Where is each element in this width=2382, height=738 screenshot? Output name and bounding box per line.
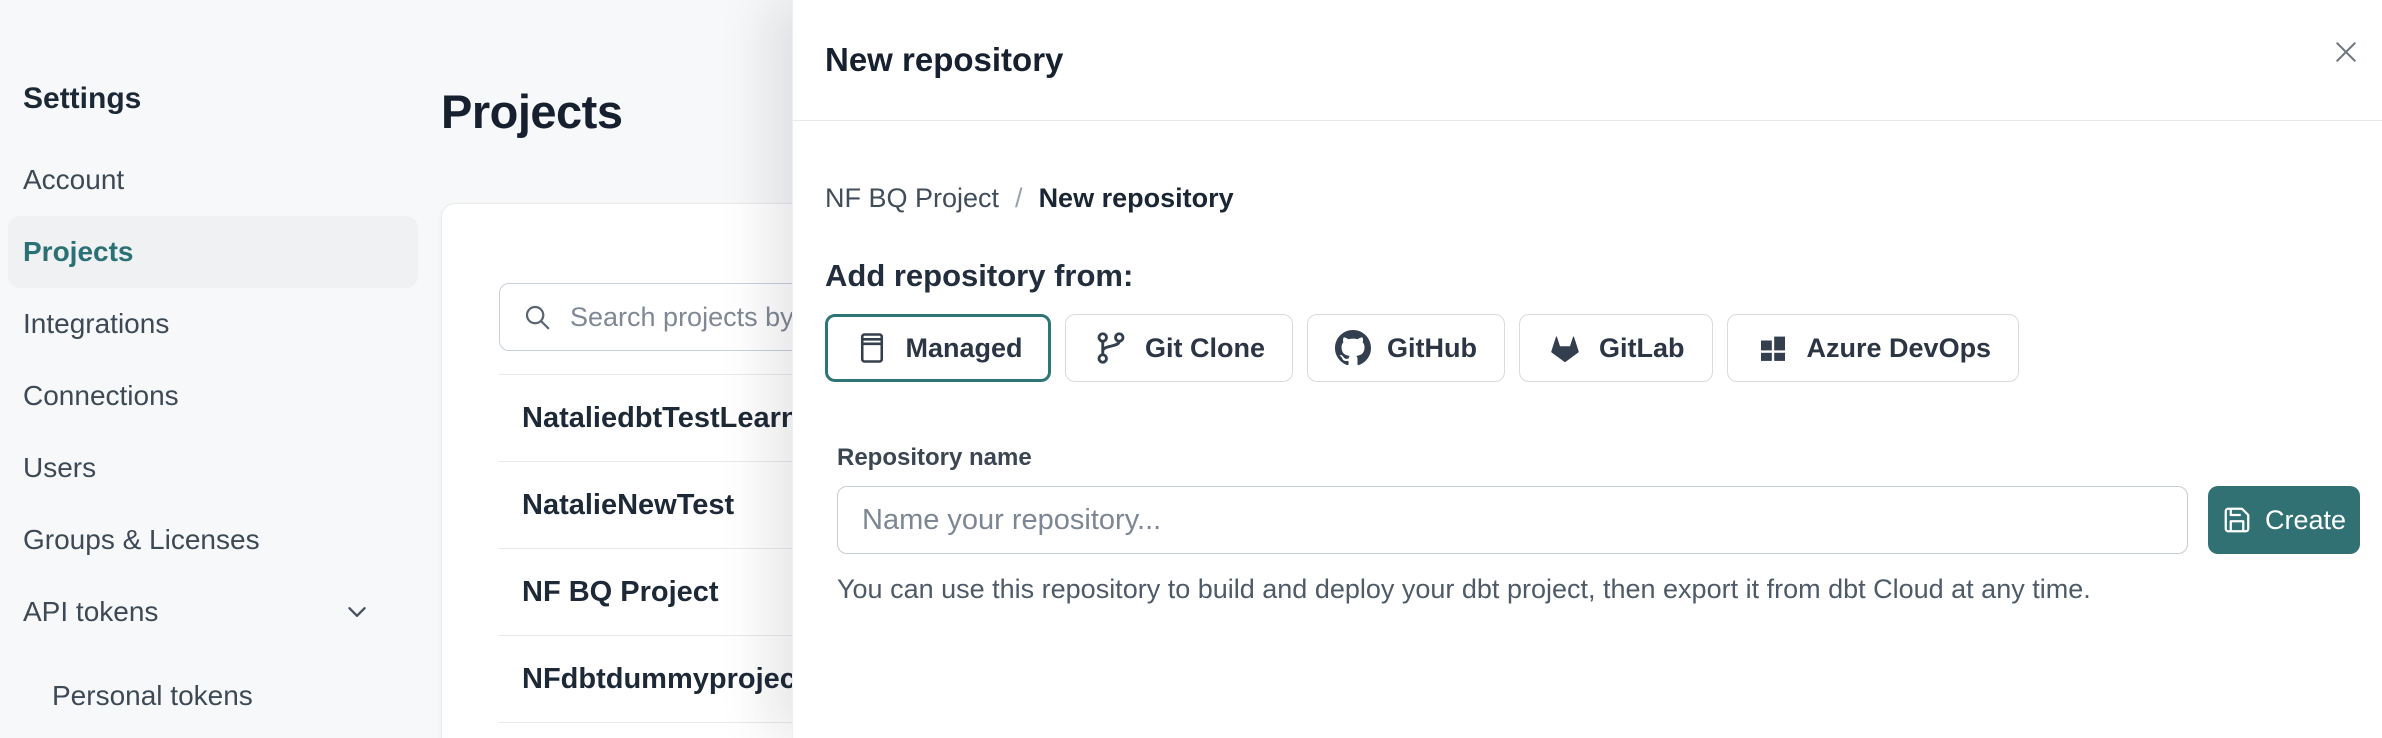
sidebar-item-users[interactable]: Users: [8, 432, 418, 504]
source-label: GitHub: [1387, 332, 1478, 363]
sidebar-item-label: Groups & Licenses: [23, 524, 260, 555]
sidebar-item-label: Personal tokens: [52, 680, 253, 711]
repo-source-options: Managed Git Clone GitHub: [825, 314, 2360, 382]
page-title: Projects: [441, 85, 623, 138]
sidebar-item-api-tokens[interactable]: API tokens: [8, 576, 418, 648]
settings-sidebar: Settings Account Projects Integrations C…: [0, 0, 440, 738]
azure-devops-icon: [1755, 330, 1791, 366]
repo-name-label: Repository name: [837, 444, 1032, 471]
sidebar-item-label: Connections: [23, 380, 179, 411]
source-azure-devops-button[interactable]: Azure DevOps: [1726, 314, 2020, 382]
modal-title: New repository: [825, 41, 1064, 78]
sidebar-item-account[interactable]: Account: [8, 144, 418, 216]
project-name: NF BQ Project: [522, 575, 719, 608]
close-icon[interactable]: [2324, 30, 2368, 74]
breadcrumb-separator: /: [1015, 183, 1023, 213]
create-button[interactable]: Create: [2208, 486, 2360, 554]
sidebar-title: Settings: [23, 82, 142, 115]
create-button-label: Create: [2264, 504, 2347, 535]
sidebar-item-projects[interactable]: Projects: [8, 216, 418, 288]
project-name: NatalieNewTest: [522, 488, 735, 521]
source-label: Azure DevOps: [1806, 332, 1992, 363]
source-managed-button[interactable]: Managed: [825, 314, 1052, 382]
repo-name-section: Repository name Create You can use this …: [825, 444, 2360, 605]
sidebar-nav: Account Projects Integrations Connection…: [0, 144, 440, 732]
source-git-clone-button[interactable]: Git Clone: [1065, 314, 1294, 382]
save-icon: [2222, 505, 2252, 535]
github-icon: [1335, 330, 1372, 366]
source-label: Git Clone: [1145, 332, 1266, 363]
breadcrumb: NF BQ Project / New repository: [825, 183, 2360, 214]
new-repository-modal: New repository NF BQ Project / New repos…: [792, 0, 2382, 738]
sidebar-item-connections[interactable]: Connections: [8, 360, 418, 432]
breadcrumb-parent[interactable]: NF BQ Project: [825, 183, 1000, 213]
modal-header: New repository: [793, 0, 2382, 121]
source-label: Managed: [905, 332, 1023, 363]
sidebar-item-integrations[interactable]: Integrations: [8, 288, 418, 360]
git-branch-icon: [1093, 330, 1129, 366]
repo-name-row: Create: [837, 486, 2360, 554]
sidebar-item-label: Projects: [23, 236, 134, 267]
sidebar-item-label: API tokens: [23, 596, 159, 627]
breadcrumb-current: New repository: [1038, 183, 1234, 213]
repo-name-input[interactable]: [837, 486, 2188, 554]
source-label: GitLab: [1599, 332, 1685, 363]
source-gitlab-button[interactable]: GitLab: [1519, 314, 1713, 382]
managed-repo-icon: [854, 330, 890, 366]
sidebar-item-personal-tokens[interactable]: Personal tokens: [8, 660, 418, 732]
add-repository-heading: Add repository from:: [825, 258, 1134, 293]
search-icon: [522, 302, 552, 332]
sidebar-item-groups-licenses[interactable]: Groups & Licenses: [8, 504, 418, 576]
repo-helper-text: You can use this repository to build and…: [837, 574, 2091, 604]
chevron-down-icon: [344, 599, 370, 625]
sidebar-item-label: Integrations: [23, 308, 170, 339]
project-name: NataliedbtTestLearn T: [522, 401, 825, 434]
sidebar-item-label: Account: [23, 164, 125, 195]
source-github-button[interactable]: GitHub: [1307, 314, 1506, 382]
gitlab-icon: [1547, 330, 1583, 366]
sidebar-item-label: Users: [23, 452, 97, 483]
project-name: NFdbtdummyproject: [522, 662, 806, 695]
modal-body: NF BQ Project / New repository Add repos…: [793, 183, 2382, 605]
